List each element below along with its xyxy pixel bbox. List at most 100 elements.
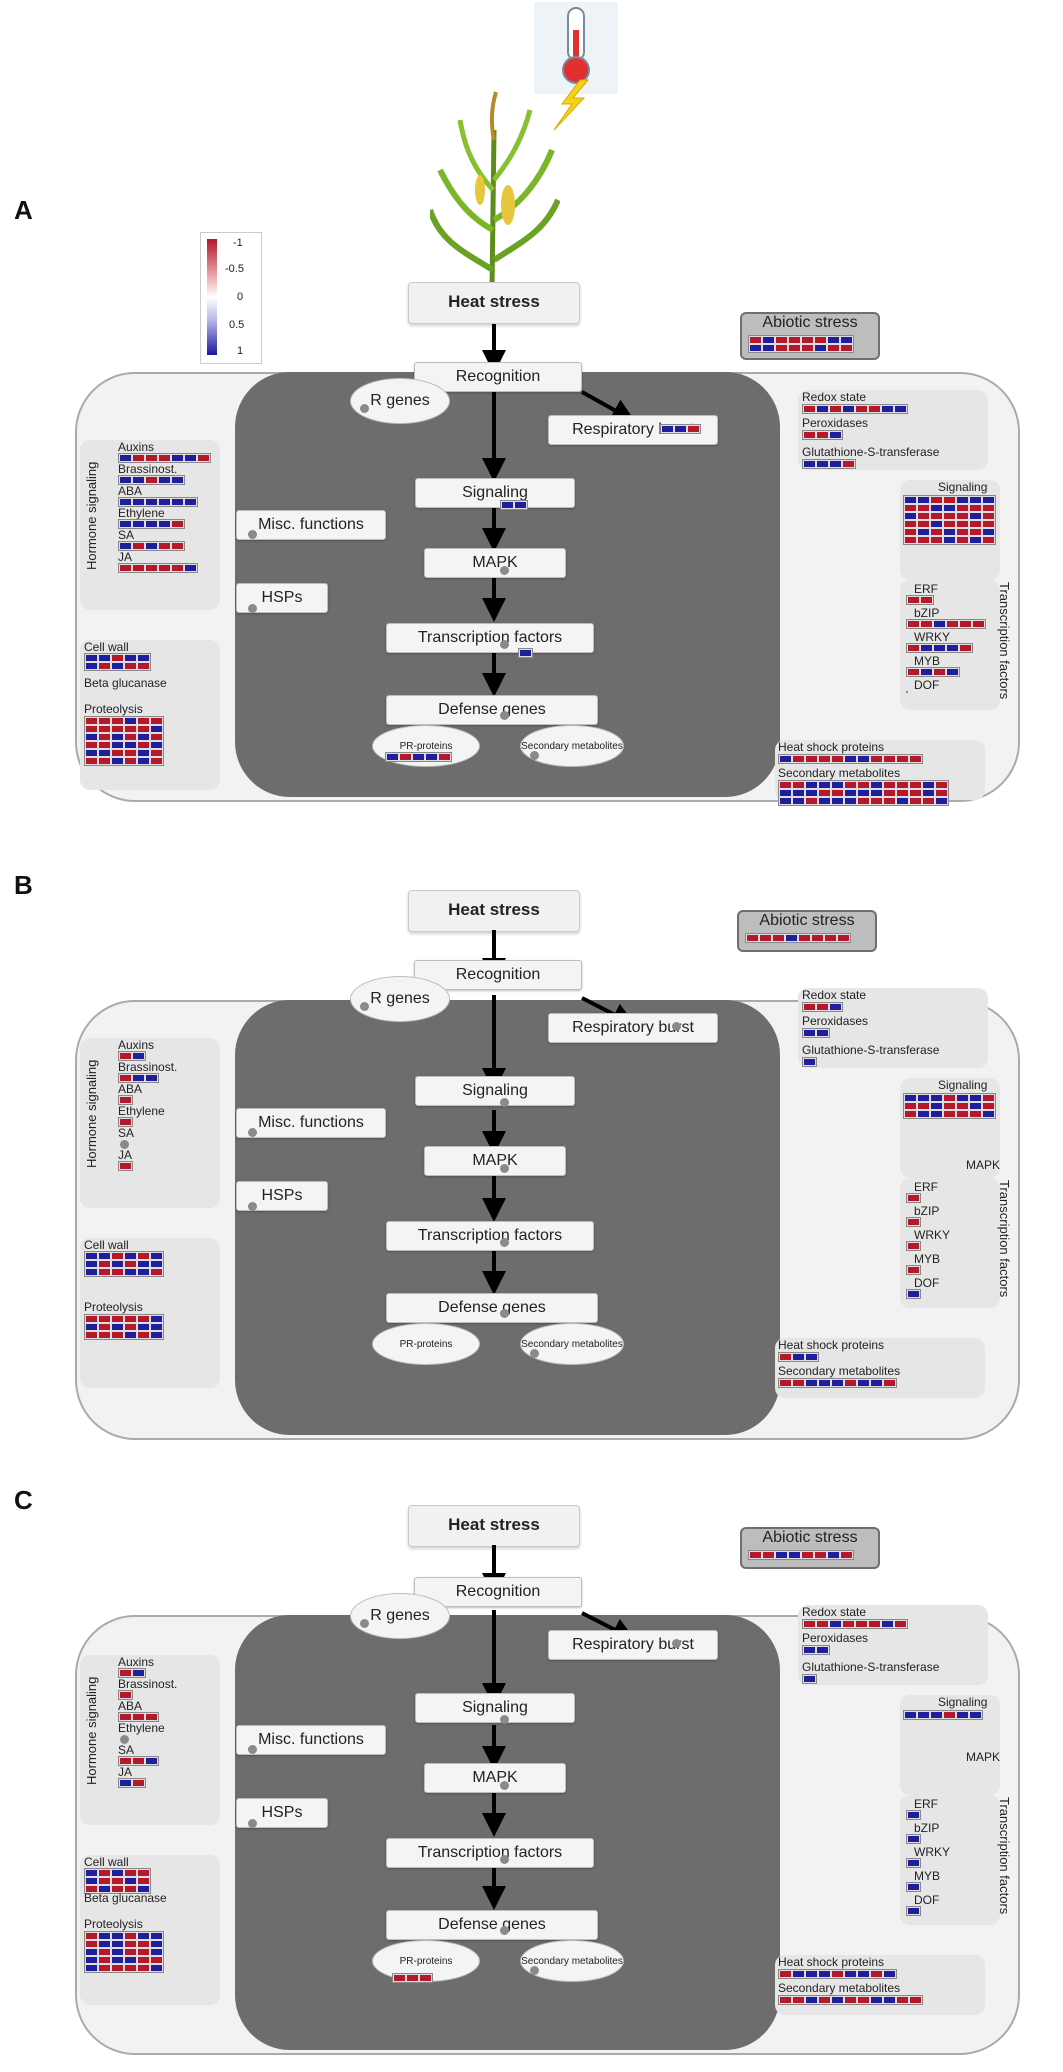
expression-heatmap — [802, 1028, 830, 1038]
abiotic-stress-title: Abiotic stress — [759, 912, 855, 929]
gene-dot-marker — [500, 640, 509, 649]
transcription-factors-side-label: Transcription factors — [997, 1797, 1012, 1915]
tf-label-wrky: WRKY — [914, 1228, 950, 1242]
secondary-metabolites-ellipse: Secondary metabolites — [520, 725, 624, 767]
tf-label-erf: ERF — [914, 1180, 938, 1194]
gene-dot-marker — [248, 1202, 257, 1211]
expression-heatmap — [118, 541, 185, 551]
gene-dot-marker — [500, 1098, 509, 1107]
expression-heatmap — [84, 1868, 151, 1894]
hsps-box: HSPs — [236, 583, 328, 613]
expression-heatmap — [906, 643, 973, 653]
expression-heatmap — [118, 497, 198, 507]
expression-heatmap — [118, 475, 185, 485]
gene-dot-marker — [248, 604, 257, 613]
gene-dot-marker — [248, 530, 257, 539]
expression-heatmap — [778, 780, 949, 806]
r-genes-ellipse: R genes — [350, 378, 450, 424]
expression-heatmap — [903, 1093, 996, 1119]
expression-heatmap — [778, 754, 923, 764]
redox-state-label: Redox state — [802, 988, 867, 1002]
expression-heatmap — [802, 404, 908, 414]
redox-state-label: Redox state — [802, 1605, 867, 1619]
gene-dot-marker — [120, 1140, 129, 1149]
maize-plant-icon — [430, 91, 560, 290]
expression-heatmap — [906, 619, 986, 629]
secondary-metabolites-right-label: Secondary metabolites — [778, 1364, 901, 1378]
color-legend: -1 -0.5 0 0.5 1 — [200, 232, 262, 364]
misc-functions-box: Misc. functions — [236, 510, 386, 540]
secondary-metabolites-right-label: Secondary metabolites — [778, 1981, 901, 1995]
hormone-label-ethylene: Ethylene — [118, 506, 165, 520]
hormone-signaling-label: Hormone signaling — [84, 1676, 99, 1785]
legend-tick: 0.5 — [229, 319, 245, 331]
gene-dot-marker — [672, 1639, 681, 1648]
hormone-signaling-group — [80, 1038, 220, 1208]
expression-heatmap — [118, 1668, 146, 1678]
legend-tick: -0.5 — [225, 263, 244, 275]
expression-heatmap — [392, 1973, 433, 1983]
secondary-metabolites-right-label: Secondary metabolites — [778, 766, 901, 780]
gene-dot-marker — [360, 404, 369, 413]
gene-dot-marker — [248, 1819, 257, 1828]
expression-heatmap — [906, 1241, 921, 1251]
hormone-label-aba: ABA — [118, 1699, 143, 1713]
expression-heatmap — [118, 1117, 133, 1127]
expression-heatmap — [802, 430, 843, 440]
expression-heatmap — [906, 1193, 921, 1203]
glutathione-label: Glutathione-S-transferase — [802, 445, 940, 459]
expression-heatmap — [118, 1712, 159, 1722]
right-signaling-label: Signaling — [938, 1695, 988, 1709]
transcription-factors-box: Transcription factors — [386, 1838, 594, 1868]
hormone-label-ja: JA — [118, 1148, 133, 1162]
heat-shock-group — [775, 1955, 985, 2015]
expression-heatmap — [906, 667, 960, 677]
recognition-box: Recognition — [414, 960, 582, 990]
pr-proteins-ellipse: PR-proteins — [372, 1323, 480, 1365]
gene-dot-marker — [500, 566, 509, 575]
tf-label-erf: ERF — [914, 582, 938, 596]
proteolysis-label: Proteolysis — [84, 702, 143, 716]
defense-genes-box: Defense genes — [386, 1910, 598, 1940]
expression-heatmap — [906, 1858, 921, 1868]
expression-heatmap — [906, 1834, 921, 1844]
expression-heatmap — [748, 335, 854, 353]
defense-genes-box: Defense genes — [386, 695, 598, 725]
expression-heatmap — [906, 1906, 921, 1916]
tf-label-wrky: WRKY — [914, 1845, 950, 1859]
expression-heatmap — [118, 1756, 159, 1766]
expression-heatmap — [802, 1057, 817, 1067]
cell-wall-label: Cell wall — [84, 1238, 129, 1252]
gene-dot-marker — [500, 711, 509, 720]
expression-heatmap — [84, 1314, 164, 1340]
hormone-label-brassinost: Brassinost. — [118, 1060, 178, 1074]
expression-heatmap — [802, 1619, 908, 1629]
mapk-right-label: MAPK — [966, 1750, 1001, 1764]
panel-label: B — [14, 870, 33, 900]
gene-dot-marker — [248, 1745, 257, 1754]
gene-dot-marker — [500, 1164, 509, 1173]
thermometer-icon — [534, 2, 618, 94]
hormone-label-aba: ABA — [118, 484, 143, 498]
nucleus-compartment — [235, 1615, 780, 2050]
expression-heatmap — [660, 424, 701, 434]
glutathione-label: Glutathione-S-transferase — [802, 1660, 940, 1674]
gene-dot-marker — [530, 1349, 539, 1358]
recognition-box: Recognition — [414, 1577, 582, 1607]
secondary-metabolites-ellipse: Secondary metabolites — [520, 1323, 624, 1365]
proteolysis-label: Proteolysis — [84, 1300, 143, 1314]
abiotic-stress-box: Abiotic stress — [740, 1527, 880, 1569]
mapk-right-label: MAPK — [966, 1158, 1001, 1172]
gene-dot-marker — [500, 1781, 509, 1790]
legend-gradient — [207, 239, 217, 355]
legend-tick: -1 — [233, 237, 243, 249]
glutathione-label: Glutathione-S-transferase — [802, 1043, 940, 1057]
heat-shock-proteins-label: Heat shock proteins — [778, 1338, 885, 1352]
legend-tick: 1 — [237, 345, 244, 357]
expression-heatmap — [906, 1217, 921, 1227]
nucleus-compartment — [235, 1000, 780, 1435]
tf-label-bzip: bZIP — [914, 1821, 940, 1835]
hormone-label-ethylene: Ethylene — [118, 1721, 165, 1735]
expression-heatmap — [748, 1550, 854, 1560]
tf-label-dof: DOF — [914, 678, 940, 692]
